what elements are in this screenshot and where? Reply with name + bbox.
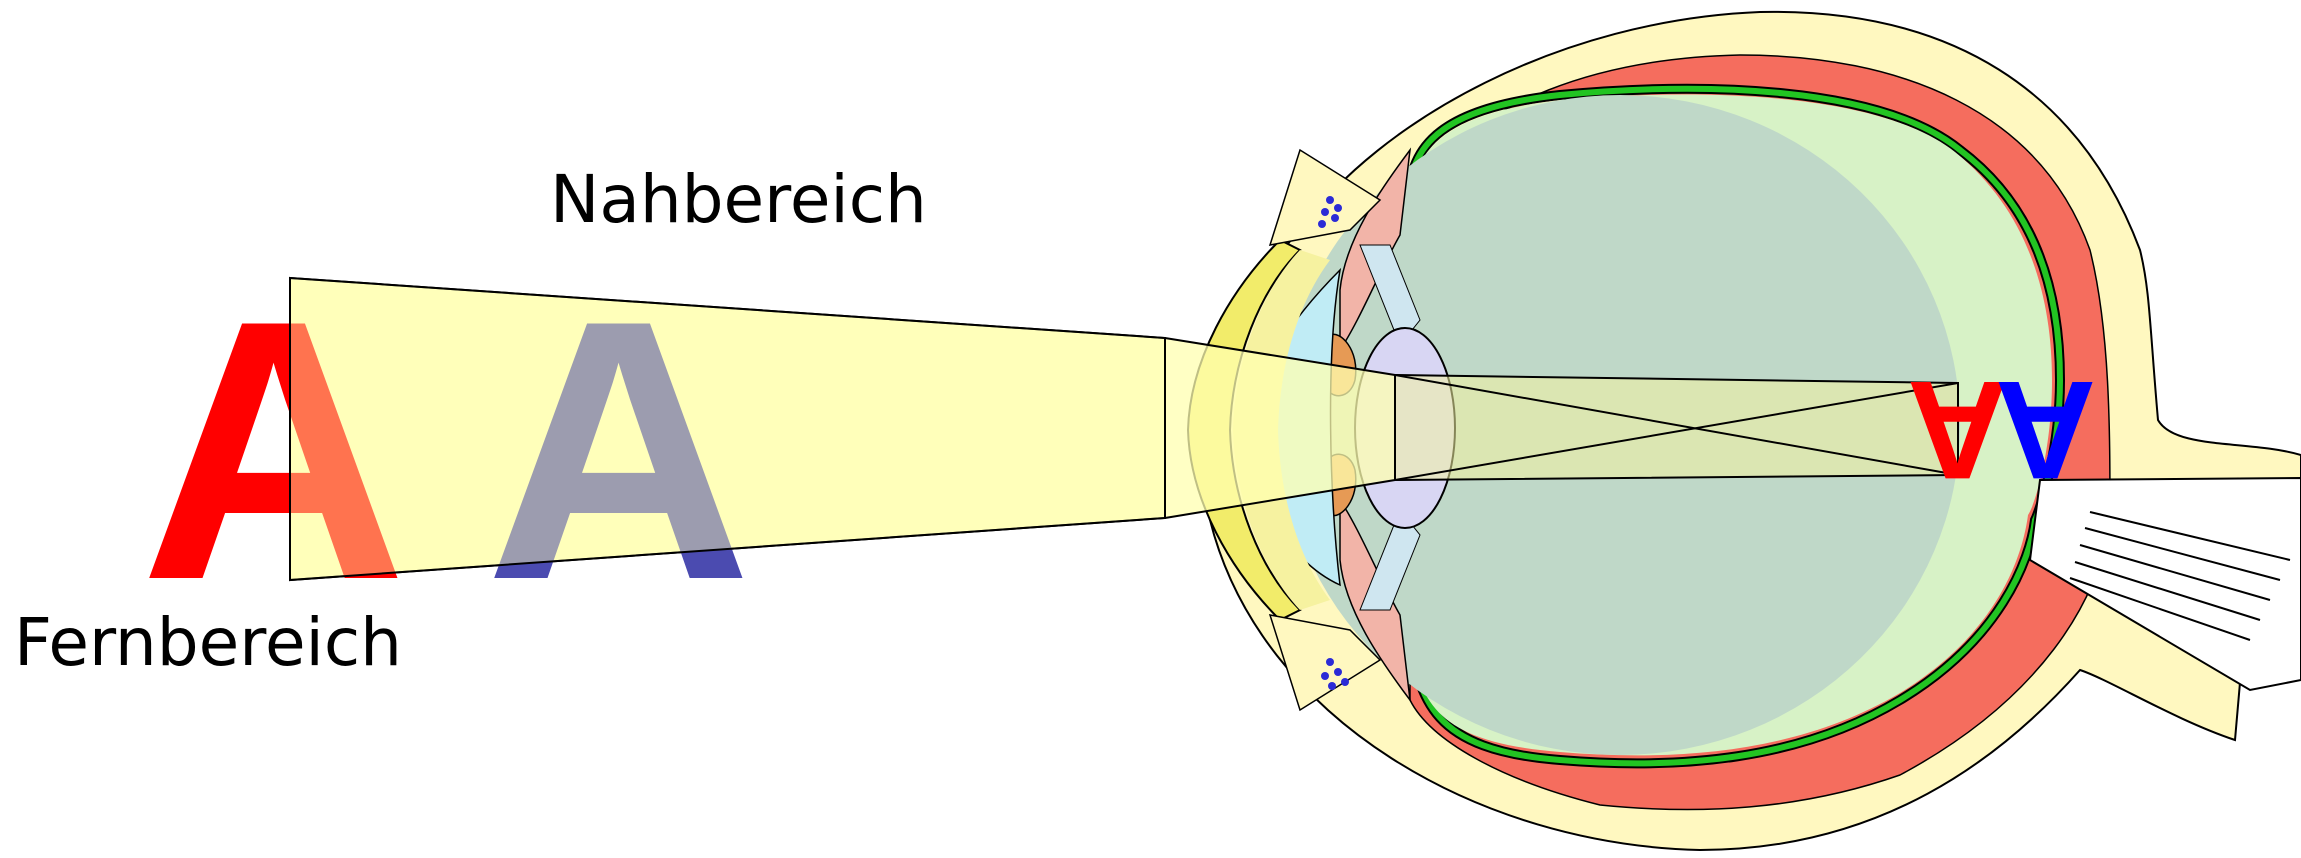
conjunctiva-lower bbox=[1268, 614, 1382, 712]
schlemm-canal-lower bbox=[1321, 658, 1349, 690]
cornea-inner bbox=[1233, 250, 1330, 610]
far-image-letter: A bbox=[1907, 352, 2008, 509]
light-path bbox=[289, 276, 1959, 582]
zonules-lower bbox=[1359, 509, 1421, 611]
nerve-fibers bbox=[2069, 511, 2291, 641]
near-image-letter: A bbox=[1995, 352, 2096, 509]
label-far: Fernbereich bbox=[14, 604, 402, 681]
far-object-letter: A bbox=[140, 244, 407, 657]
ray-top-to-bottom bbox=[1394, 374, 1959, 476]
schlemm-canal-upper bbox=[1318, 196, 1342, 228]
zonules-upper bbox=[1359, 244, 1421, 346]
label-near: Nahbereich bbox=[550, 161, 927, 238]
ray-bottom-to-top bbox=[1394, 382, 1959, 481]
near-object-letter: A bbox=[485, 244, 752, 657]
eyeball bbox=[1186, 10, 2301, 852]
conjunctiva-upper bbox=[1268, 148, 1382, 246]
beam-overlay bbox=[289, 276, 1166, 582]
retina-inner bbox=[1405, 85, 2064, 767]
